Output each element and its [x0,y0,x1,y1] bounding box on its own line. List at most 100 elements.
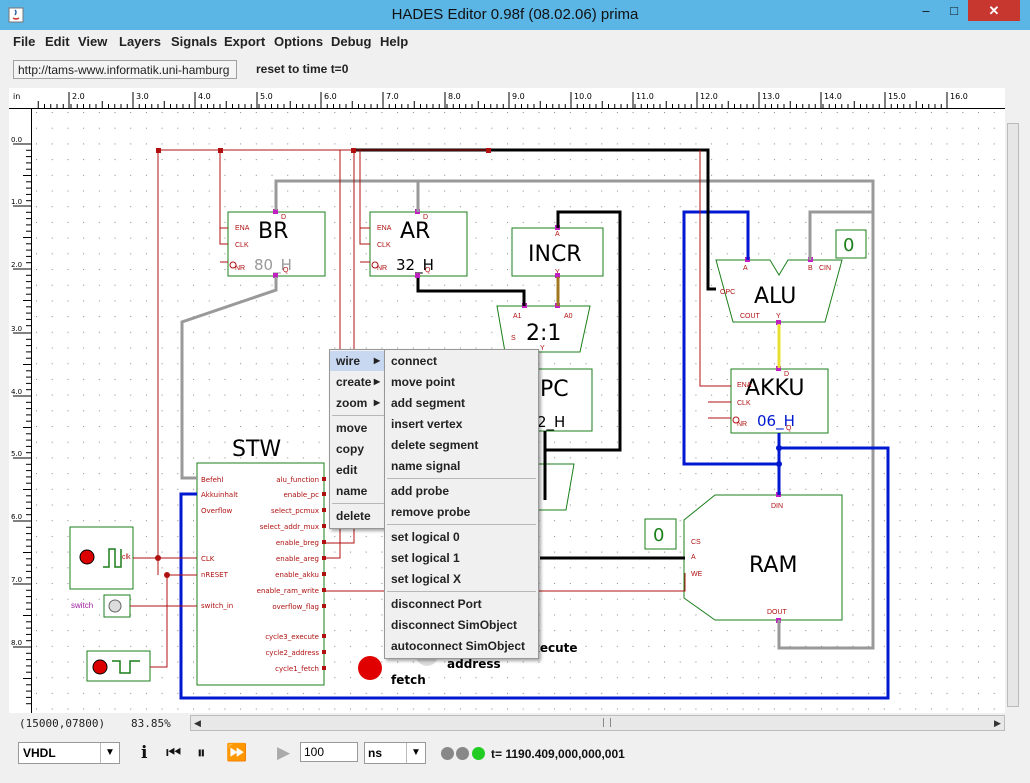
reset-time-button[interactable]: reset to time t=0 [256,62,349,76]
stw-port-out: cycle2_address [265,649,319,657]
switch-component[interactable] [103,594,131,618]
ctx-menu-move[interactable]: move [336,421,368,435]
chevron-down-icon[interactable]: ▼ [406,743,425,763]
menu-edit[interactable]: Edit [45,34,70,49]
wire-remove-probe[interactable]: remove probe [391,505,471,519]
alu-pin-a: A [743,265,748,272]
ctx-menu-name[interactable]: name [336,484,368,498]
ram-label: RAM [749,553,797,578]
ruler-h-label: 8.0 [448,92,461,101]
rewind-icon[interactable]: ⏮ [166,743,182,762]
wire-connect[interactable]: connect [391,354,438,368]
fast-forward-icon[interactable]: ⏩ [226,743,248,762]
language-select[interactable]: VHDL▼ [18,742,120,764]
ctx-menu-wire[interactable]: wire▶ [330,351,384,371]
probe-address-label: address [447,657,501,671]
title-bar: HADES Editor 0.98f (08.02.06) prima – □ … [0,0,1030,30]
akku-register[interactable]: AKKU 06_H ENA CLK NR D Q [730,366,829,434]
ctx-menu-delete[interactable]: delete [336,509,371,523]
mux-block[interactable]: 2:1 A1 A0 S Y [496,303,591,353]
stw-port-out: alu_function [276,476,319,484]
clk-label: clk [122,554,131,561]
wire-set-logical-1[interactable]: set logical 1 [391,551,460,565]
menu-layers[interactable]: Layers [119,34,161,49]
ctx-menu-edit[interactable]: edit [336,463,358,477]
wire-disconnect-simobject[interactable]: disconnect SimObject [391,618,518,632]
minimize-button[interactable]: – [922,3,930,18]
ruler-h-label: 16.0 [950,92,968,101]
ram-cs-constant[interactable]: 0 [644,518,677,550]
reset-pulse-generator[interactable] [86,650,151,682]
maximize-button[interactable]: □ [950,3,958,18]
menu-debug[interactable]: Debug [331,34,372,49]
ar-pin-nr: NR [377,265,387,272]
wire-move-point[interactable]: move point [391,375,456,389]
time-unit-select[interactable]: ns▼ [364,742,426,764]
mux-label: 2:1 [526,321,561,346]
wire-add-probe[interactable]: add probe [391,484,450,498]
ruler-h-label: 10.0 [574,92,592,101]
scroll-right-icon[interactable]: ▶ [994,718,1001,728]
ram-block[interactable]: RAM DIN CS A WE DOUT [683,492,843,623]
stw-port-pin [322,604,326,608]
ctx-separator [332,503,384,504]
info-icon[interactable]: i [141,743,148,763]
menu-export[interactable]: Export [224,34,266,49]
ctx-menu-zoom-label: zoom [336,396,368,410]
pc-label: PC [540,377,569,402]
akku-pin-ena: ENA [737,382,752,389]
ruler-h-label: 5.0 [260,92,273,101]
simulation-time: t= 1190.409,000,000,001 [491,747,625,761]
cursor-coordinates: (15000,07800) [19,717,106,730]
ctx-menu-create-label: create [336,375,372,389]
wire-insert-vertex[interactable]: insert vertex [391,417,463,431]
wire-delete-segment[interactable]: delete segment [391,438,479,452]
scroll-left-icon[interactable]: ◀ [194,718,201,728]
play-icon[interactable]: ▶ [277,743,291,762]
alu-cin-constant[interactable]: 0 [835,229,867,259]
br-register[interactable]: BR 80_H ENA CLK NR D Q [227,209,326,278]
ruler-h-label: 15.0 [888,92,906,101]
mux-pin-y: Y [540,345,545,352]
wire-set-logical-0[interactable]: set logical 0 [391,530,460,544]
sim-status-led-icon [456,747,469,760]
url-field[interactable]: http://tams-www.informatik.uni-hamburg [13,60,237,79]
wire-name-signal[interactable]: name signal [391,459,461,473]
wire-disconnect-port[interactable]: disconnect Port [391,597,482,611]
chevron-down-icon[interactable]: ▼ [100,743,119,763]
menu-signals[interactable]: Signals [171,34,218,49]
vertical-scrollbar[interactable] [1005,109,1021,713]
ctx-menu-copy[interactable]: copy [336,442,365,456]
ruler-h-label: 2.0 [72,92,85,101]
menu-view[interactable]: View [78,34,108,49]
ar-register[interactable]: AR 32_H ENA CLK NR D Q [369,209,468,278]
incr-block[interactable]: INCR A Y [511,225,604,278]
vertical-scroll-thumb[interactable] [1007,123,1019,707]
ram-pin-we: WE [691,571,703,578]
wire-submenu: connect move point add segment insert ve… [384,349,539,659]
submenu-arrow-icon: ▶ [373,398,380,407]
horizontal-scrollbar[interactable]: ◀ ▶ [190,715,1005,731]
stw-controller[interactable]: STW [196,437,325,686]
menu-options[interactable]: Options [274,34,324,49]
wire-set-logical-x[interactable]: set logical X [391,572,462,586]
ctx-menu-zoom[interactable]: zoom ▶ [330,393,384,413]
akku-value: 06_H [757,412,795,431]
close-button[interactable]: ✕ [968,0,1020,21]
sim-running-led-icon [472,747,485,760]
wire-add-segment[interactable]: add segment [391,396,466,410]
ar-pin-ena: ENA [377,225,392,232]
clock-generator[interactable]: clk [69,526,134,590]
wire-autoconnect-simobject[interactable]: autoconnect SimObject [391,639,526,653]
alu-block[interactable]: ALU A B CIN OPC COUT Y [715,257,843,325]
ram-pin-din: DIN [771,503,783,510]
step-time-field[interactable]: 100 [300,742,358,762]
ruler-unit: in [13,92,20,101]
horizontal-scroll-grip[interactable] [603,718,611,727]
ctx-menu-create[interactable]: create▶ [330,372,384,392]
stw-label: STW [232,437,281,462]
pause-icon[interactable]: ⏸ [197,743,206,762]
menu-file[interactable]: File [13,34,36,49]
probe-fetch-label: fetch [391,673,426,687]
menu-help[interactable]: Help [380,34,409,49]
